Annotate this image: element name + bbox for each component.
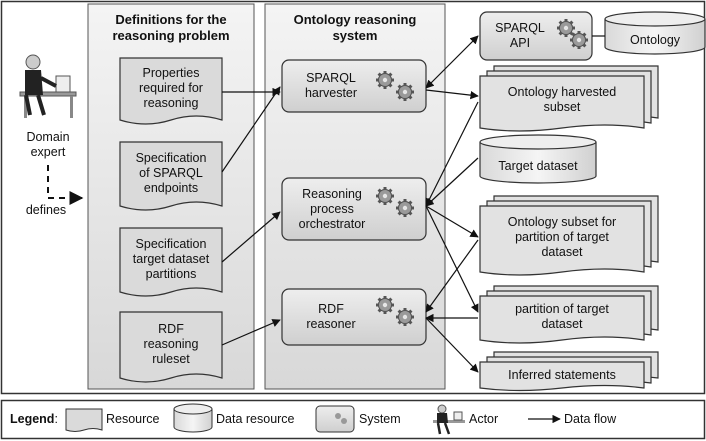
actor-label: Domain expert (26, 130, 70, 159)
inferred-statements: Inferred statements (508, 367, 616, 382)
resource-endpoints: Specification of SPARQL endpoints (135, 150, 207, 195)
ontology-subset-partition: Ontology subset for partition of target … (507, 214, 617, 259)
resource-shape-icon (65, 408, 103, 432)
resource-ruleset: RDF reasoning ruleset (143, 321, 199, 366)
system-panel-title: Ontology reasoning system (293, 12, 417, 43)
partition-target-dataset: partition of target dataset (515, 302, 609, 331)
stack-onto-subset (479, 195, 659, 276)
cylinder-icon (173, 403, 213, 433)
resource-shape-partitions (119, 227, 223, 297)
actor-icon (433, 404, 465, 435)
stack-harvested (479, 65, 659, 132)
resource-shape-endpoints (119, 141, 223, 211)
system-harvester: SPARQL harvester (304, 71, 358, 100)
legend-colon: : (54, 411, 58, 426)
legend-title-text: Legend (10, 411, 55, 426)
cylinder-ontology (604, 11, 706, 55)
definitions-panel-title: Definitions for the reasoning problem (112, 12, 230, 43)
system-orchestrator: Reasoning process orchestrator (298, 186, 366, 231)
person-at-desk-icon (19, 54, 77, 118)
legend-item-system: System (359, 411, 401, 426)
resource-partitions: Specification target dataset partitions (132, 236, 210, 281)
target-dataset: Target dataset (498, 158, 578, 173)
stack-partition (479, 285, 659, 344)
stack-inferred (479, 351, 659, 392)
ontology-harvested-subset: Ontology harvested subset (507, 85, 617, 114)
legend-item-resource: Resource (106, 411, 160, 426)
legend-item-data-flow: Data flow (564, 411, 617, 426)
system-reasoner: RDF reasoner (306, 302, 356, 331)
data-flow-arrows (221, 35, 605, 373)
resource-shape-ruleset (119, 311, 223, 383)
system-box-icon (315, 405, 355, 433)
resource-shape-properties (119, 57, 223, 125)
sparql-api: SPARQL API (495, 21, 545, 50)
ontology-store: Ontology (629, 32, 681, 47)
defines-arrow (47, 165, 84, 205)
resource-properties: Properties required for reasoning (139, 65, 203, 110)
legend-title: Legend: (10, 409, 58, 429)
legend-item-actor: Actor (469, 411, 499, 426)
defines-label: defines (25, 202, 67, 217)
cylinder-target-dataset (479, 134, 597, 184)
legend-item-data-resource: Data resource (216, 411, 295, 426)
